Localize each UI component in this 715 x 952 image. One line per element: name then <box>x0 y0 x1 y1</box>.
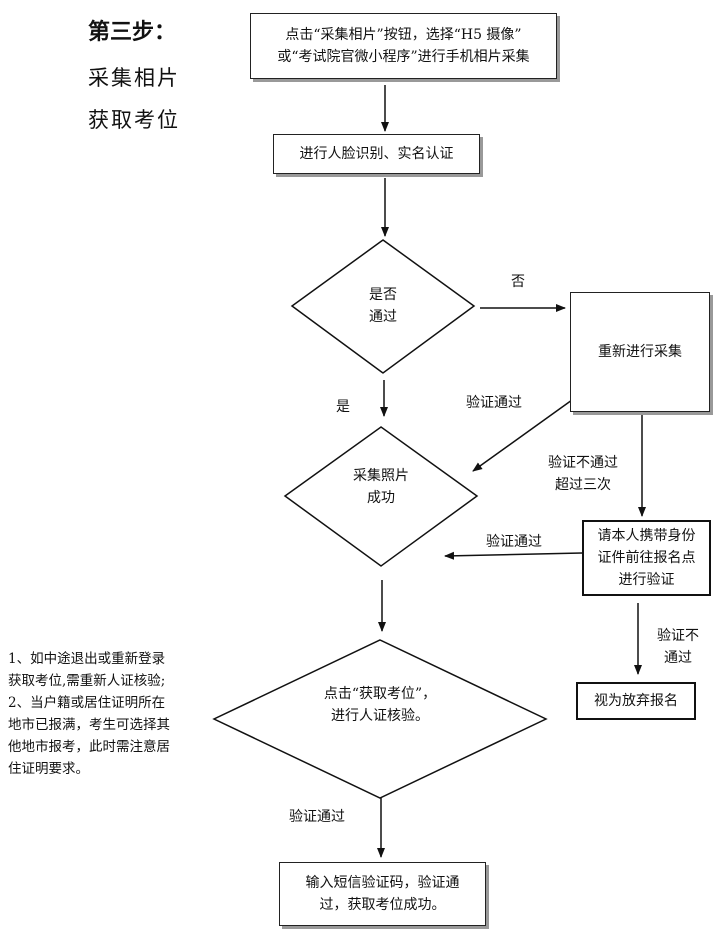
box-recollect-label: 重新进行采集 <box>598 344 682 360</box>
box-identity-verify-label: 进行人脸识别、实名认证 <box>299 146 454 162</box>
label-no: 否 <box>511 274 525 290</box>
label-fail-three-line1: 验证不通过 <box>548 455 618 471</box>
note-line-5: 他地市报考，此时需注意居 <box>8 739 170 755</box>
label-verify-fail-line2: 通过 <box>664 650 692 666</box>
box-onsite-verify: 请本人携带身份 证件前往报名点 进行验证 <box>582 520 711 596</box>
box-collect-photo: 点击“采集相片”按钮，选择“H5 摄像” 或“考试院官微小程序”进行手机相片采集 <box>250 13 557 79</box>
diamond-photo-text: 采集照片 成功 <box>331 465 431 509</box>
box-collect-photo-line1: 点击“采集相片”按钮，选择“H5 摄像” <box>285 27 522 43</box>
note-line-2: 获取考位,需重新人证核验; <box>8 673 166 689</box>
arrow-onsite-to-photo <box>444 551 583 560</box>
diamond-getseat-line2: 进行人证核验。 <box>331 708 429 724</box>
diamond-getseat-text: 点击“获取考位”， 进行人证核验。 <box>290 683 470 727</box>
box-collect-photo-line2: 或“考试院官微小程序”进行手机相片采集 <box>277 49 530 65</box>
label-verify-pass-2: 验证通过 <box>486 534 542 550</box>
step-subtitle-collect: 采集相片 <box>88 66 180 90</box>
box-sms-code: 输入短信验证码，验证通 过，获取考位成功。 <box>279 862 486 926</box>
diamond-passed <box>290 239 476 374</box>
label-verify-fail: 验证不 通过 <box>657 625 699 669</box>
label-fail-three-line2: 超过三次 <box>555 477 611 493</box>
box-recollect: 重新进行采集 <box>570 292 710 412</box>
label-verify-fail-line1: 验证不 <box>657 628 699 644</box>
diamond-photo-line2: 成功 <box>367 490 395 506</box>
diamond-passed-text: 是否 通过 <box>343 284 423 328</box>
step-subtitle-seat: 获取考位 <box>88 108 180 132</box>
diamond-passed-line1: 是否 <box>369 287 397 303</box>
note-line-1: 1、如中途退出或重新登录 <box>8 651 166 667</box>
diamond-get-seat <box>212 639 548 799</box>
note-line-3: 2、当户籍或居住证明所在 <box>8 695 166 711</box>
box-onsite-line2: 证件前往报名点 <box>597 550 696 566</box>
diamond-getseat-line1: 点击“获取考位”， <box>323 686 437 702</box>
diamond-passed-line2: 通过 <box>369 309 397 325</box>
label-fail-three: 验证不通过 超过三次 <box>548 452 618 496</box>
arrow-recollect-to-photo <box>472 399 573 472</box>
box-sms-line1: 输入短信验证码，验证通 <box>305 875 460 891</box>
diamond-photo-line1: 采集照片 <box>353 468 409 484</box>
side-notes: 1、如中途退出或重新登录 获取考位,需重新人证核验; 2、当户籍或居住证明所在 … <box>8 648 208 780</box>
box-sms-line2: 过，获取考位成功。 <box>319 897 446 913</box>
note-line-4: 地市已报满，考生可选择其 <box>8 717 170 733</box>
note-line-6: 住证明要求。 <box>8 761 89 777</box>
diamond-photo-ok <box>283 426 479 567</box>
box-onsite-line3: 进行验证 <box>618 572 675 588</box>
label-yes: 是 <box>336 399 350 415</box>
label-verify-pass-3: 验证通过 <box>289 809 345 825</box>
box-identity-verify: 进行人脸识别、实名认证 <box>273 134 480 174</box>
box-onsite-line1: 请本人携带身份 <box>597 528 696 544</box>
box-abandon-label: 视为放弃报名 <box>594 693 678 709</box>
label-verify-pass-1: 验证通过 <box>466 395 522 411</box>
step-title: 第三步： <box>88 20 177 45</box>
box-abandon: 视为放弃报名 <box>576 682 696 720</box>
